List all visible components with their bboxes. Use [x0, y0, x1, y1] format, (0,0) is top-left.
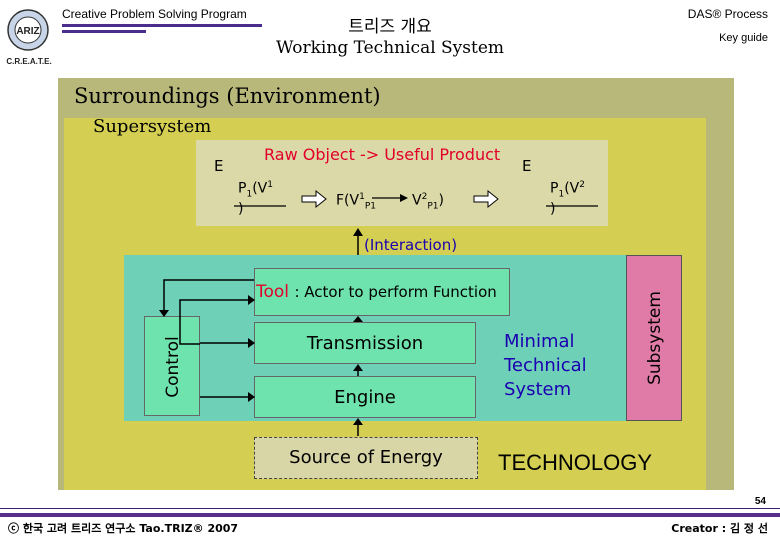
arrow-right-icon: [248, 295, 255, 305]
interaction-arrow-up-icon: [353, 228, 363, 236]
program-name: Creative Problem Solving Program: [62, 7, 247, 21]
tool-box: [254, 268, 510, 316]
arrow-right-icon: [248, 392, 255, 402]
copyright-text: ⓒ 한국 고려 트리즈 연구소 Tao.TRIZ® 2007: [8, 522, 239, 535]
supersystem-label: Supersystem: [93, 116, 212, 137]
environment-label: Surroundings (Environment): [74, 84, 381, 108]
arrow-down-icon: [159, 310, 169, 317]
ariz-logo: ARIZ C.R.E.A.T.E.: [2, 4, 56, 68]
tool-description: : Actor to perform Function: [294, 283, 497, 301]
hollow-arrow-right-icon: [473, 189, 499, 209]
function-expression: F(V1P1: [336, 192, 376, 212]
header-bar-short: [62, 30, 146, 33]
arrow-up-icon: [353, 316, 363, 322]
arrow-up-icon: [353, 418, 363, 425]
e-right-label: E: [522, 157, 532, 175]
interaction-label: (Interaction): [364, 236, 458, 254]
header-bar: [62, 24, 262, 27]
e-left-label: E: [214, 157, 224, 175]
p1-v1-label: P1(V1): [238, 180, 273, 218]
page-title-english: Working Technical System: [275, 38, 505, 58]
small-arrow-icon: [400, 194, 408, 202]
p1-v2-label: P1(V2): [550, 180, 585, 218]
footer-line: [0, 508, 780, 509]
control-box: Control: [144, 316, 200, 416]
tool-label: Tool : Actor to perform Function: [256, 282, 497, 302]
svg-text:ARIZ: ARIZ: [16, 26, 39, 37]
svg-text:C.R.E.A.T.E.: C.R.E.A.T.E.: [6, 57, 51, 66]
v2-expression: V2P1): [412, 192, 444, 212]
page-title-korean: 트리즈 개요: [348, 17, 432, 37]
process-row-box: [196, 140, 608, 226]
minimal-system-label: Minimal Technical System: [504, 331, 587, 400]
page-number: 54: [754, 496, 766, 507]
subsystem-box: Subsystem: [626, 255, 682, 421]
energy-source-box: Source of Energy: [254, 437, 478, 479]
raw-to-product-label: Raw Object -> Useful Product: [264, 145, 501, 164]
arrow-up-icon: [353, 364, 363, 371]
technology-label: TECHNOLOGY: [498, 450, 653, 475]
footer-bar: [0, 513, 780, 517]
transmission-box: Transmission: [254, 322, 476, 364]
tool-word: Tool: [256, 282, 290, 302]
process-label: DAS® Process: [687, 7, 768, 21]
key-guide-label: Key guide: [719, 32, 768, 44]
creator-text: Creator : 김 정 선: [671, 522, 768, 535]
hollow-arrow-left-icon: [301, 189, 327, 209]
arrow-right-icon: [248, 338, 255, 348]
